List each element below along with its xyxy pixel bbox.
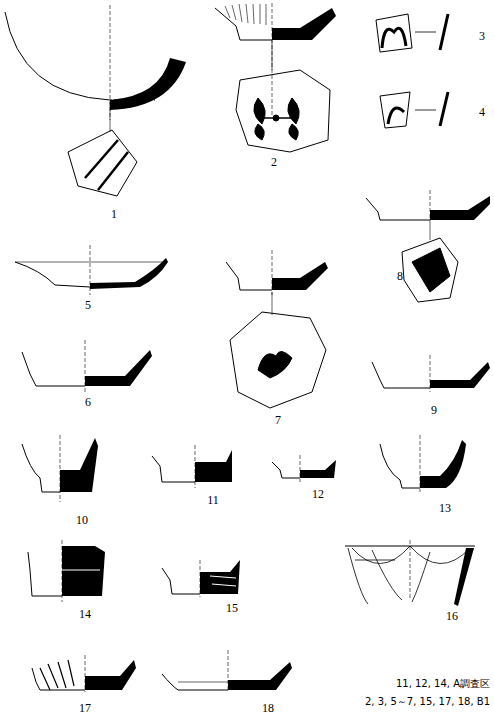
figure-number: 12 [312,488,324,500]
figure-number: 7 [275,414,281,426]
figure-number: 14 [79,608,91,620]
figure-number: 6 [85,396,91,408]
figure-number: 13 [439,502,451,514]
figure-number: 11 [207,494,219,506]
figure-number: 17 [79,702,91,714]
provenance-note: 2, 3, 5～7, 15, 17, 18, B1 [365,697,490,707]
figure-number: 18 [262,702,274,714]
figure-number: 15 [226,602,238,614]
provenance-note: 11, 12, 14, A調査区 [396,679,490,689]
figure-number: 5 [85,299,91,311]
figure-number: 1 [111,208,117,220]
figure-number: 10 [76,514,88,526]
figure-number: 2 [271,156,277,168]
figure-number: 4 [479,106,485,118]
figure-number: 9 [431,404,437,416]
figure-number: 16 [446,610,458,622]
figure-number: 3 [479,30,485,42]
figure-number: 8 [397,270,403,282]
